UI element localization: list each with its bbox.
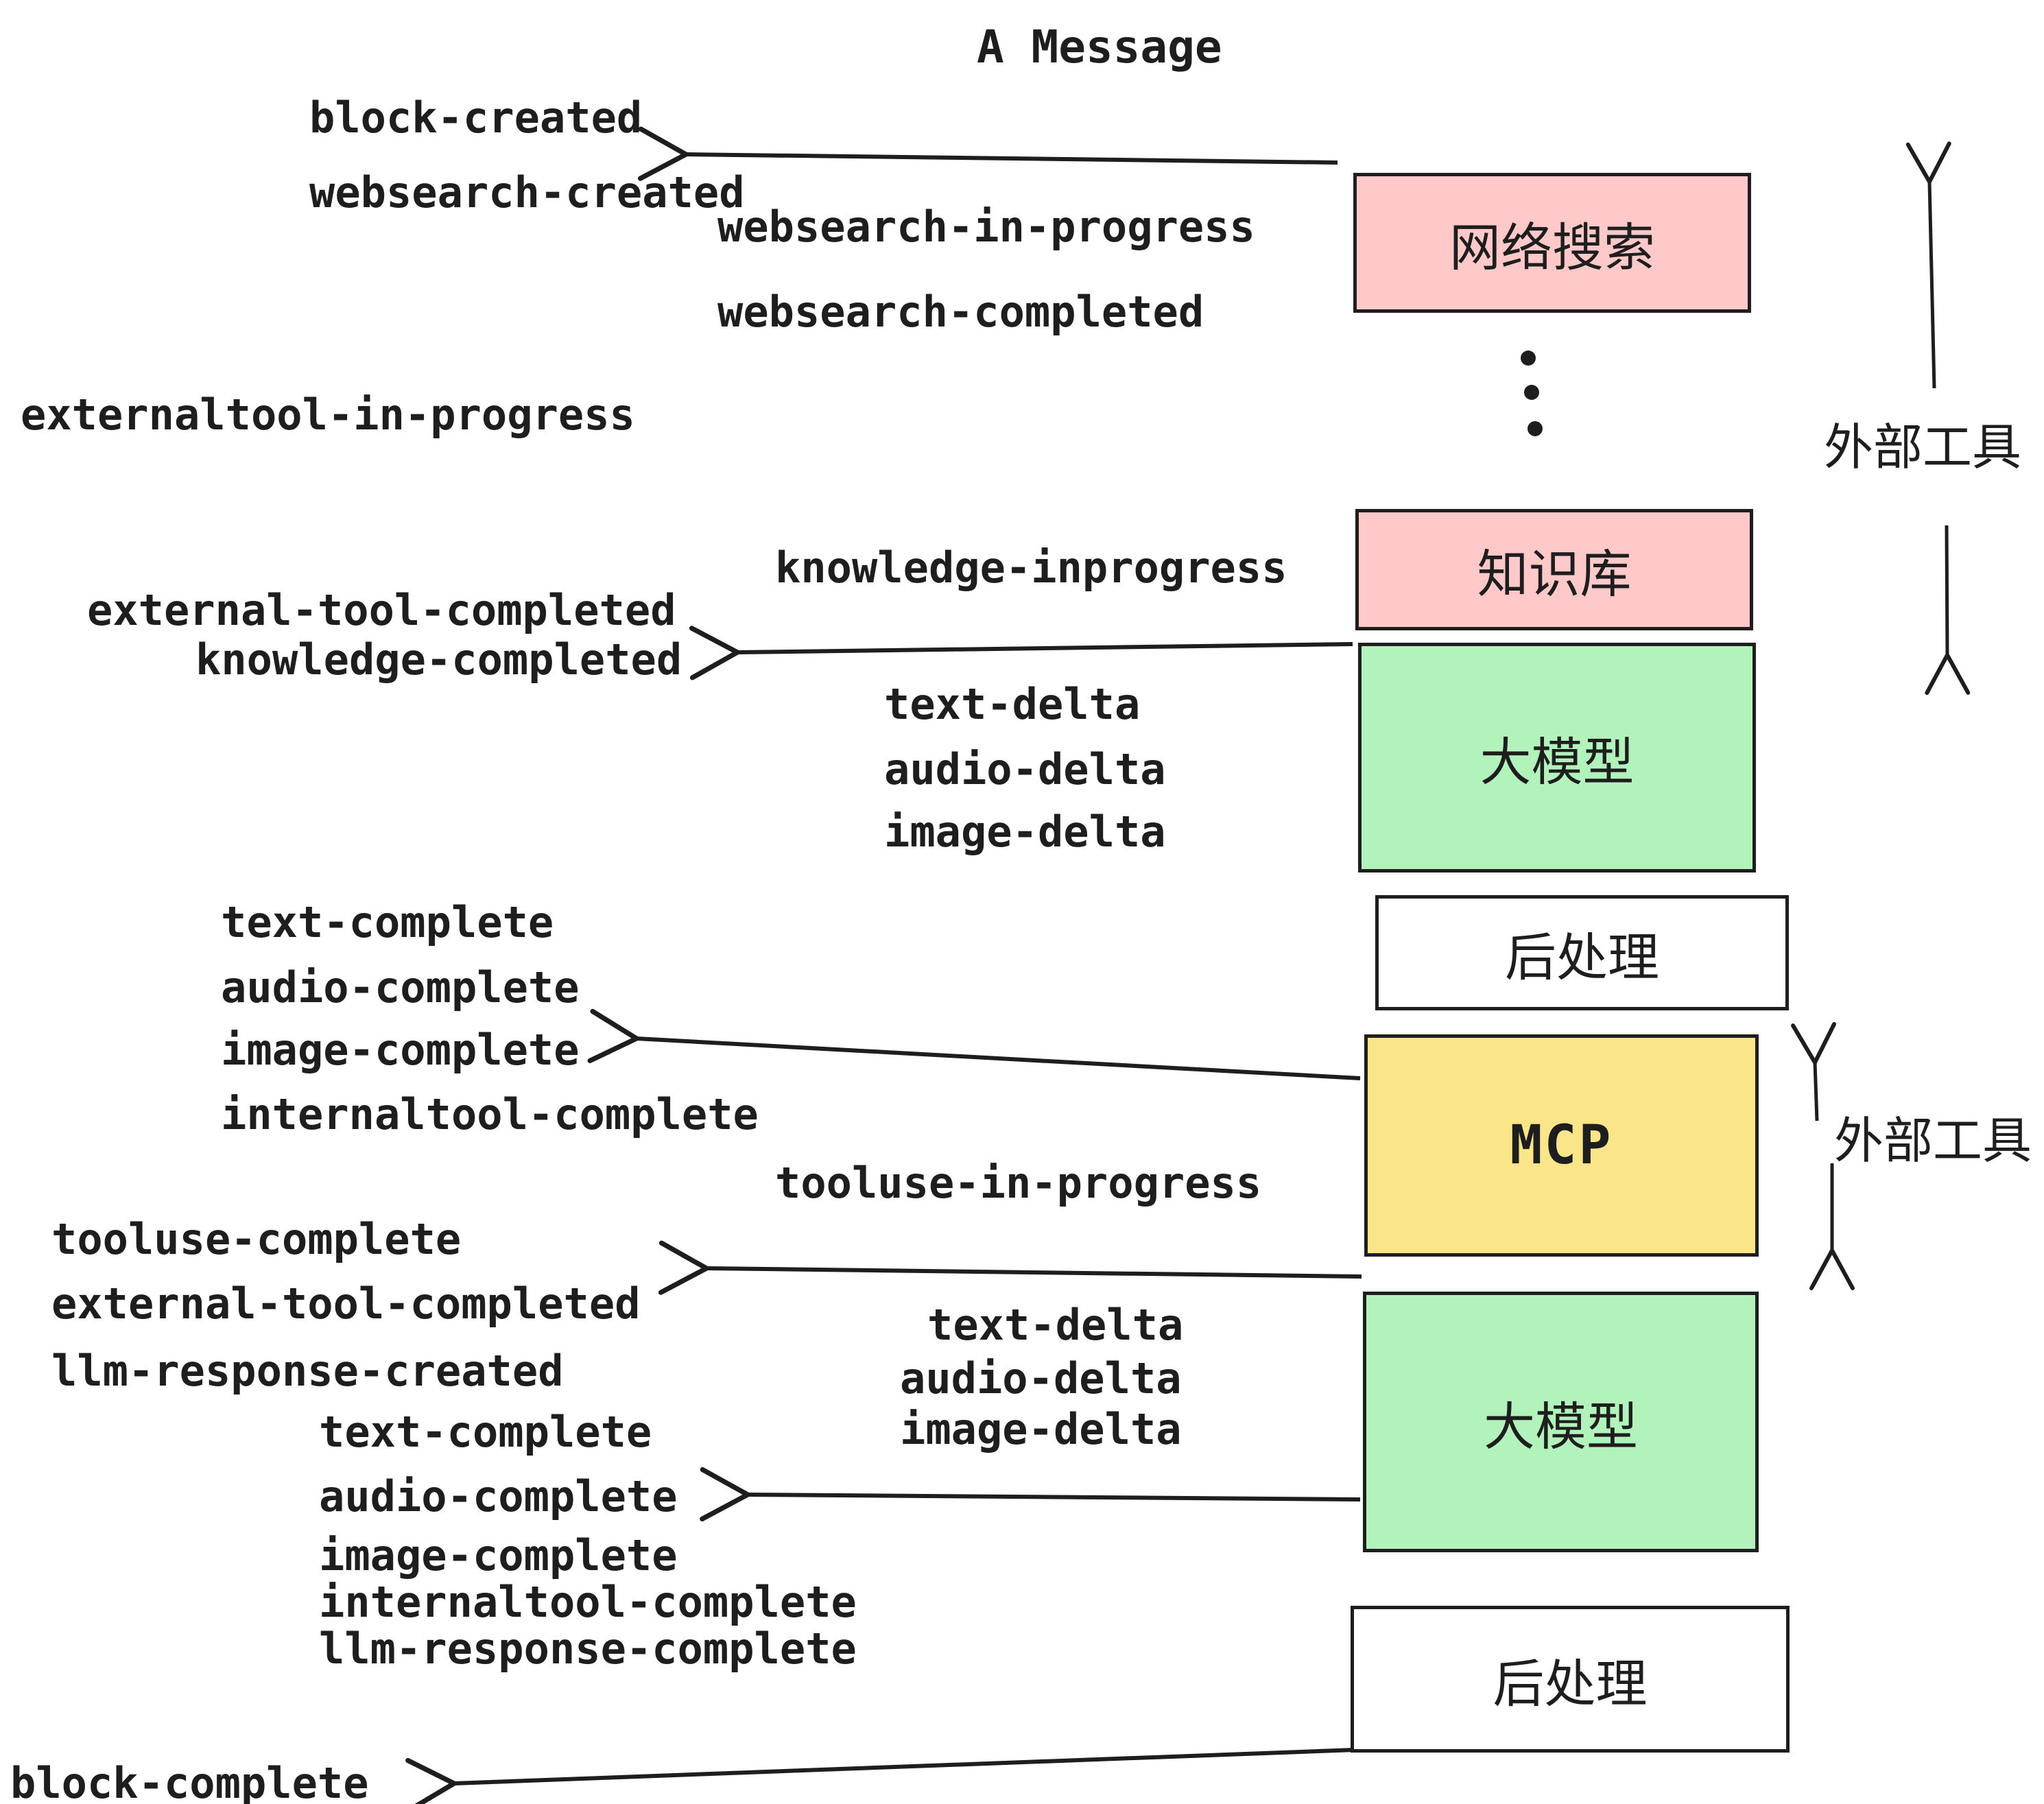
external-tools-up-arrow — [1905, 141, 1951, 389]
event-llm-response-complete: llm-response-complete — [319, 1624, 857, 1674]
external-tools-label-top: 外部工具 — [1824, 418, 2022, 476]
event-websearch-in-progress: websearch-in-progress — [717, 202, 1255, 252]
mcp-external-tools-up-arrow — [1791, 1021, 1837, 1121]
event-knowledge-completed: knowledge-completed — [195, 634, 682, 685]
event-text-delta-2: text-delta — [927, 1300, 1184, 1350]
box-websearch: 网络搜索 — [1353, 173, 1751, 313]
event-llm-response-created: llm-response-created — [51, 1346, 564, 1396]
ellipsis-dot — [1524, 385, 1539, 400]
event-externaltool-in-progress: externaltool-in-progress — [21, 390, 635, 440]
event-tooluse-in-progress: tooluse-in-progress — [775, 1158, 1262, 1208]
event-tooluse-complete: tooluse-complete — [51, 1214, 462, 1264]
event-external-tool-completed: external-tool-completed — [87, 585, 676, 635]
arrow-to-block-complete — [405, 1748, 1355, 1804]
ellipsis-dot — [1521, 351, 1536, 366]
event-internaltool-complete-2: internaltool-complete — [319, 1577, 857, 1627]
event-audio-complete-1: audio-complete — [221, 962, 580, 1012]
event-audio-delta-1: audio-delta — [884, 744, 1166, 794]
event-knowledge-inprogress: knowledge-inprogress — [775, 543, 1287, 593]
diagram-title: A Message — [977, 21, 1222, 73]
arrow-to-knowledge-completed — [689, 626, 1353, 680]
box-knowledge-base: 知识库 — [1355, 509, 1753, 630]
event-image-delta-2: image-delta — [900, 1404, 1182, 1454]
arrow-to-tooluse-complete — [658, 1240, 1362, 1295]
event-block-created: block-created — [309, 93, 643, 143]
box-llm-2: 大模型 — [1363, 1292, 1759, 1552]
ellipsis-dot — [1528, 421, 1543, 436]
event-websearch-created: websearch-created — [309, 167, 745, 217]
event-block-complete: block-complete — [10, 1758, 369, 1804]
box-postprocess-2: 后处理 — [1351, 1606, 1790, 1753]
arrow-to-image-complete — [587, 1008, 1361, 1080]
event-internaltool-complete-1: internaltool-complete — [221, 1089, 759, 1139]
event-text-delta-1: text-delta — [884, 679, 1141, 729]
arrow-to-audio-complete — [700, 1467, 1361, 1522]
arrow-to-block-created — [637, 126, 1338, 181]
event-text-complete-2: text-complete — [319, 1407, 652, 1457]
box-mcp: MCP — [1364, 1034, 1759, 1257]
event-image-complete-1: image-complete — [221, 1025, 580, 1075]
event-websearch-completed: websearch-completed — [717, 287, 1204, 337]
event-text-complete-1: text-complete — [221, 897, 554, 947]
event-audio-delta-2: audio-delta — [900, 1353, 1182, 1403]
event-image-delta-1: image-delta — [884, 807, 1166, 857]
external-tools-label-mcp: 外部工具 — [1834, 1112, 2032, 1170]
event-external-tool-completed-2: external-tool-completed — [51, 1279, 641, 1329]
event-audio-complete-2: audio-complete — [319, 1471, 678, 1521]
event-image-complete-2: image-complete — [319, 1530, 678, 1580]
box-llm-1: 大模型 — [1358, 643, 1756, 873]
box-postprocess-1: 后处理 — [1375, 895, 1789, 1010]
